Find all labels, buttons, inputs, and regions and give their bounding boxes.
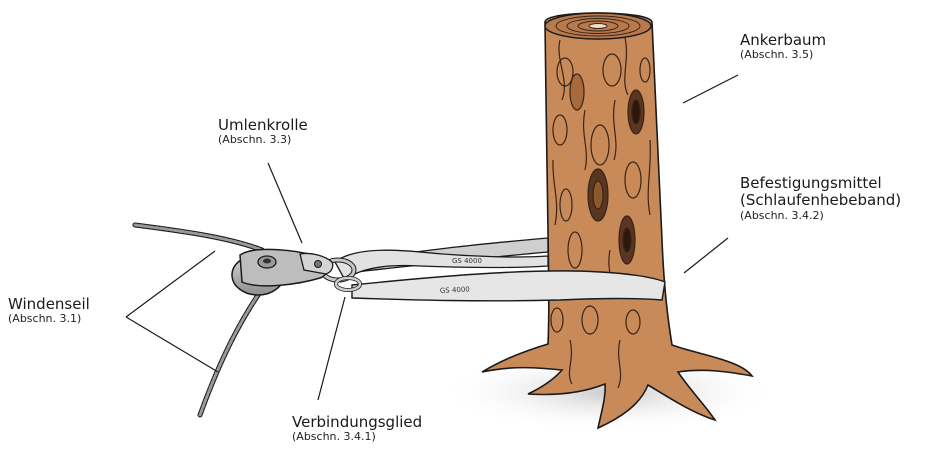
label-connector-title: Verbindungsglied [292,414,422,431]
leader-anchor-tree [683,75,738,103]
leader-winch-rope-lower [126,317,218,372]
tree-trunk [482,13,752,428]
label-winch-rope-section: (Abschn. 3.1) [8,313,90,326]
label-winch-rope-title: Windenseil [8,296,90,313]
label-winch-rope: Windenseil (Abschn. 3.1) [8,296,90,326]
pulley [232,249,333,295]
leader-pulley [268,163,302,243]
label-pulley: Umlenkrolle (Abschn. 3.3) [218,117,308,147]
strap-front [352,271,665,301]
leader-fastener [684,238,728,273]
strap-print-0: GS 4000 [452,257,482,265]
label-pulley-title: Umlenkrolle [218,117,308,134]
anchor-tree [482,13,752,428]
label-anchor-tree: Ankerbaum (Abschn. 3.5) [740,32,826,62]
label-pulley-section: (Abschn. 3.3) [218,134,308,147]
leader-winch-rope-upper [126,251,215,317]
label-connector: Verbindungsglied (Abschn. 3.4.1) [292,414,422,444]
strap-print-1: GS 4000 [440,285,470,295]
label-connector-section: (Abschn. 3.4.1) [292,431,422,444]
label-fastener: Befestigungsmittel (Schlaufenhebeband) (… [740,175,901,222]
leader-connector [318,297,345,400]
label-anchor-tree-section: (Abschn. 3.5) [740,49,826,62]
label-fastener-section: (Abschn. 3.4.2) [740,210,901,223]
label-fastener-title: Befestigungsmittel [740,175,901,192]
label-fastener-title2: (Schlaufenhebeband) [740,192,901,209]
label-anchor-tree-title: Ankerbaum [740,32,826,49]
